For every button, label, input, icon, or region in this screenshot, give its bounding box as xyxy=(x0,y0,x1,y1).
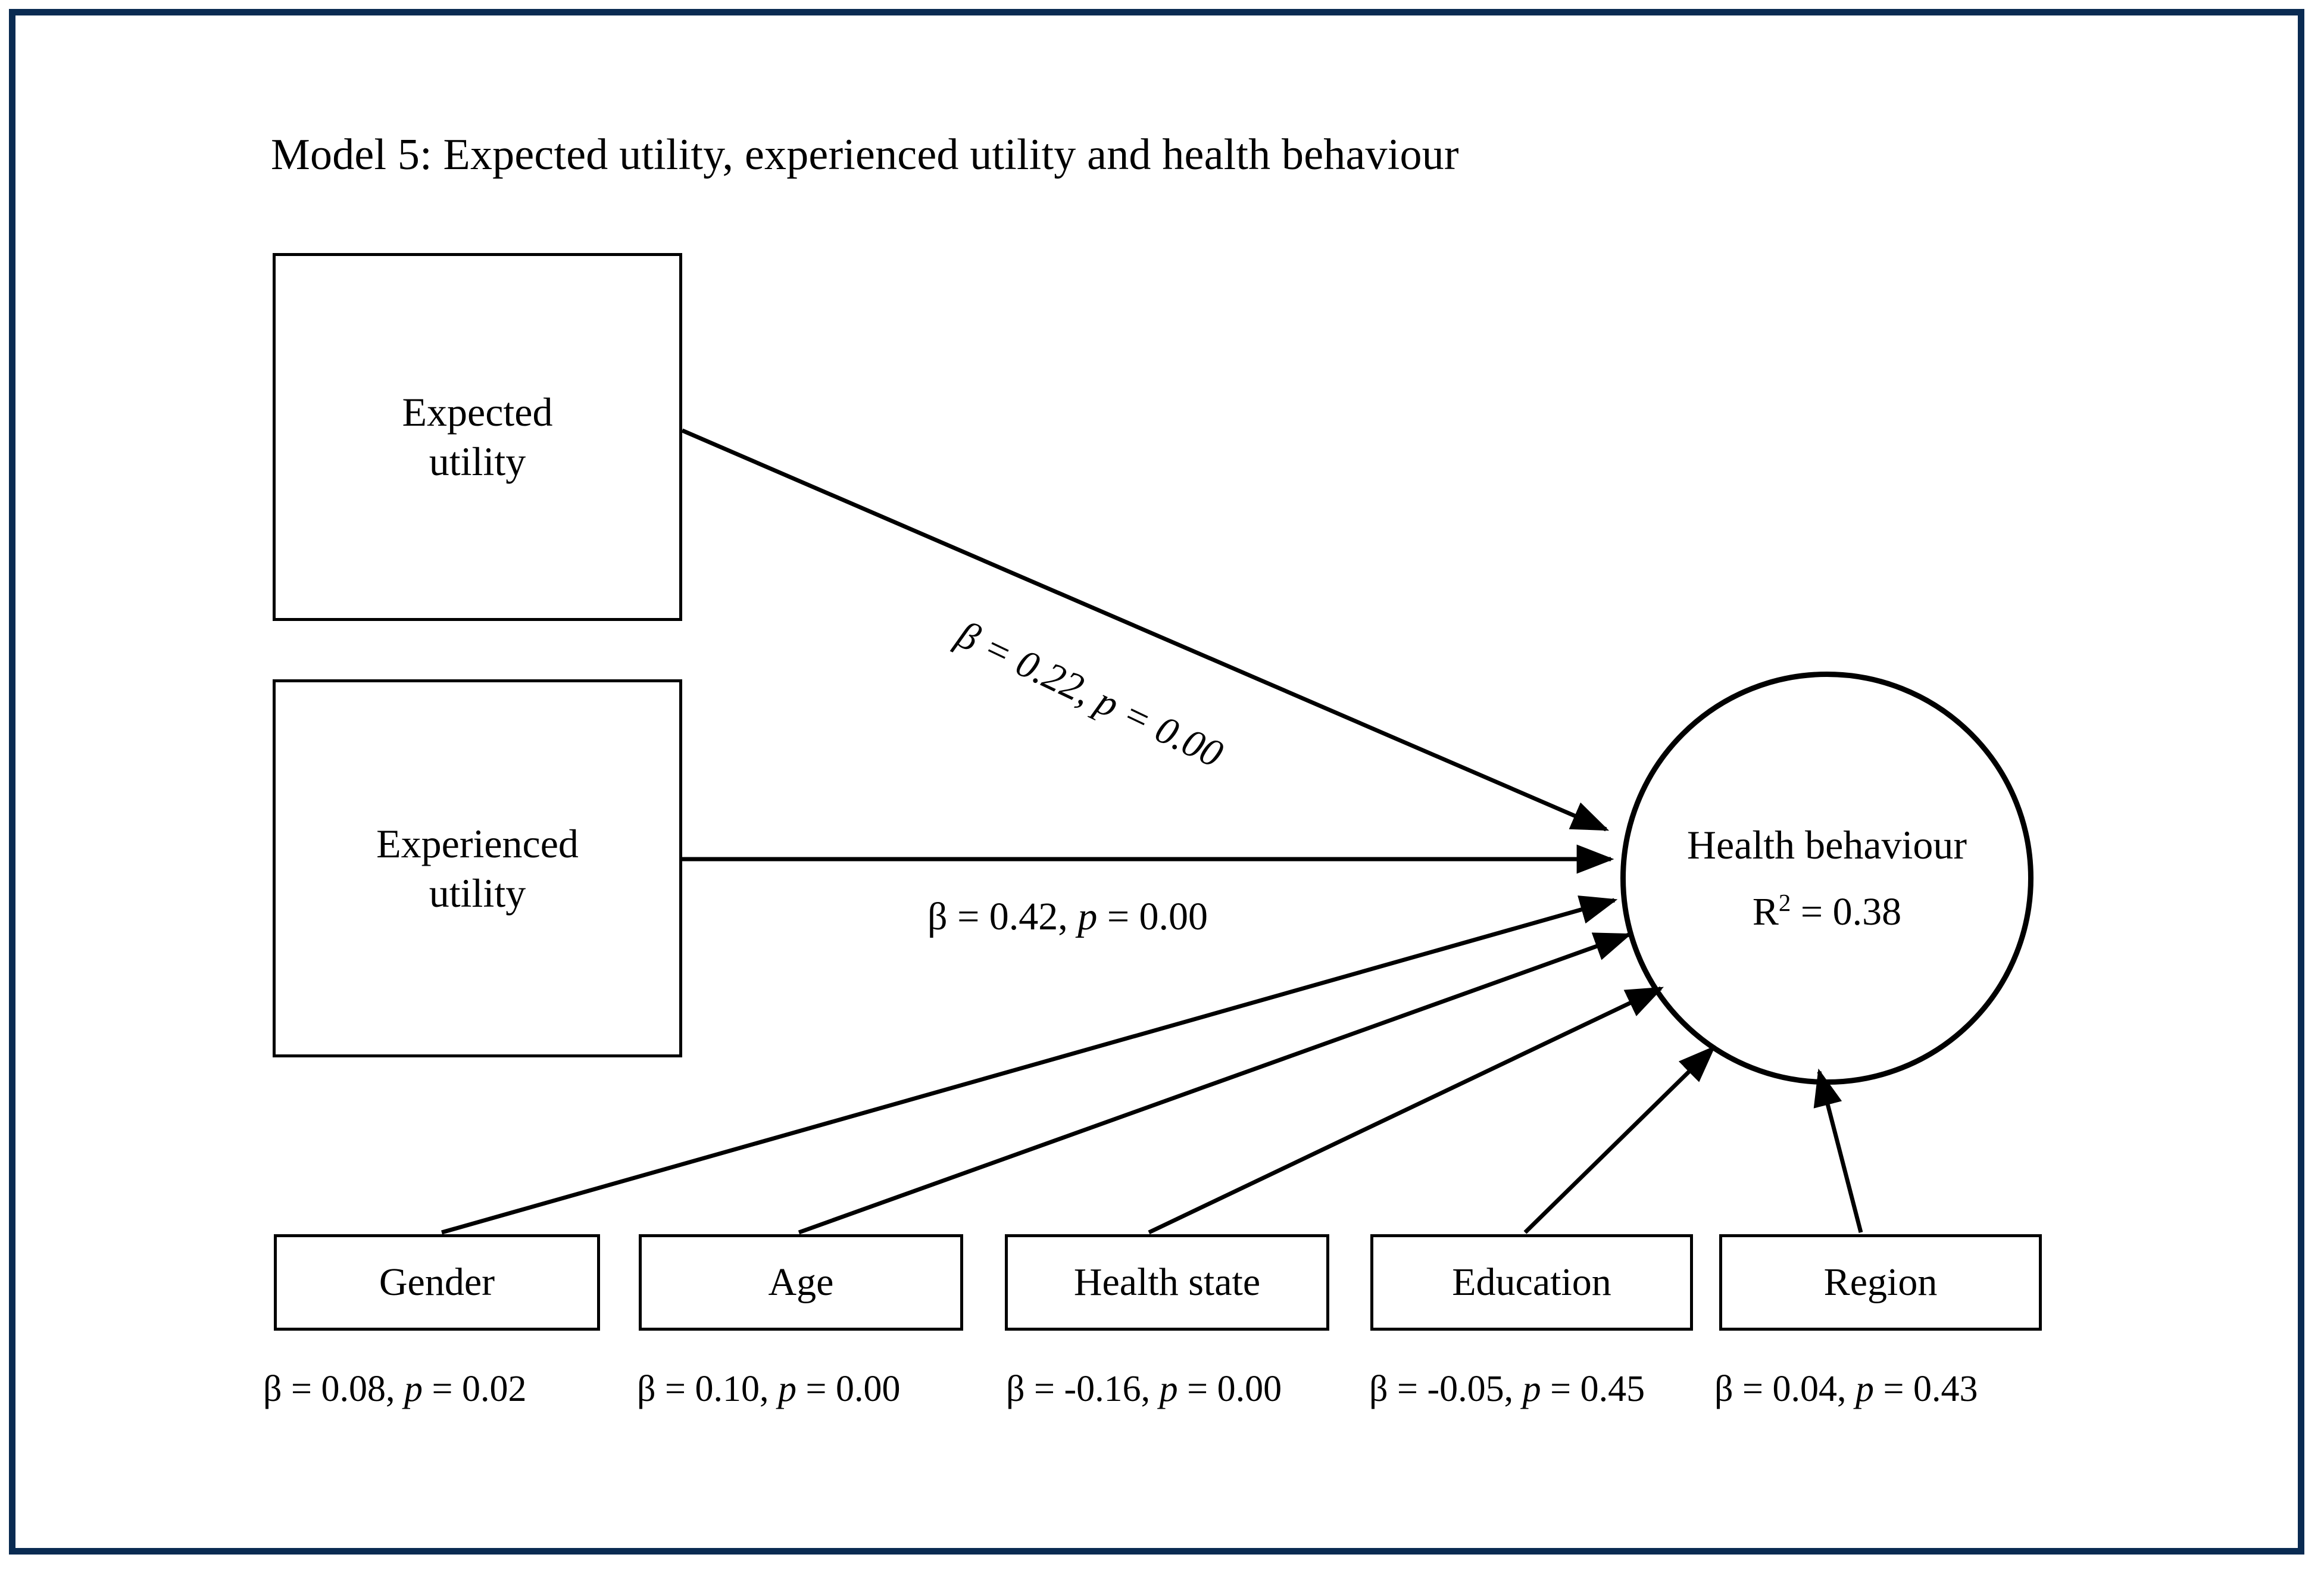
stat-label-age: β = 0.10, p = 0.00 xyxy=(637,1368,900,1410)
node-health-state-label: Health state xyxy=(1073,1260,1261,1304)
node-health-behaviour-outcome[interactable]: Health behaviour R2 = 0.38 xyxy=(1620,672,2034,1085)
edge-label-experienced-utility: β = 0.42, p = 0.00 xyxy=(927,894,1208,939)
node-health-behaviour-r-squared: R2 = 0.38 xyxy=(1752,889,1902,934)
stat-label-gender: β = 0.08, p = 0.02 xyxy=(263,1368,526,1410)
stat-label-education-p-symbol: p xyxy=(1522,1369,1541,1409)
stat-label-health-state-p-symbol: p xyxy=(1159,1369,1178,1409)
r-squared-symbol: R xyxy=(1752,890,1779,934)
node-experienced-utility-label: Experienced utility xyxy=(276,819,679,918)
node-expected-utility[interactable]: Expected utility xyxy=(273,253,682,621)
node-education[interactable]: Education xyxy=(1370,1234,1693,1331)
stat-label-health-state: β = -0.16, p = 0.00 xyxy=(1006,1368,1282,1410)
stat-label-age-p-value: = 0.00 xyxy=(796,1369,901,1409)
node-experienced-utility-line2: utility xyxy=(429,870,526,916)
node-age-label: Age xyxy=(768,1260,834,1304)
stat-label-age-p-symbol: p xyxy=(778,1369,797,1409)
node-age[interactable]: Age xyxy=(639,1234,963,1331)
node-gender-label: Gender xyxy=(379,1260,495,1304)
stat-label-gender-p-symbol: p xyxy=(404,1369,423,1409)
node-expected-utility-line2: utility xyxy=(429,439,526,484)
stat-label-region-beta: β = 0.04, xyxy=(1714,1369,1856,1409)
node-gender[interactable]: Gender xyxy=(274,1234,600,1331)
stat-label-education-beta: β = -0.05, xyxy=(1369,1369,1523,1409)
node-education-label: Education xyxy=(1452,1260,1611,1304)
node-experienced-utility[interactable]: Experienced utility xyxy=(273,679,682,1057)
node-expected-utility-label: Expected utility xyxy=(276,388,679,486)
r-squared-value: = 0.38 xyxy=(1791,890,1902,934)
node-health-behaviour-label: Health behaviour xyxy=(1686,822,1967,867)
stat-label-region: β = 0.04, p = 0.43 xyxy=(1714,1368,1978,1410)
stat-label-age-beta: β = 0.10, xyxy=(637,1369,779,1409)
stat-label-region-p-value: = 0.43 xyxy=(1874,1369,1978,1409)
node-health-state[interactable]: Health state xyxy=(1005,1234,1329,1331)
page-title: Model 5: Expected utility, experienced u… xyxy=(271,130,1459,179)
stat-label-gender-beta: β = 0.08, xyxy=(263,1369,405,1409)
stat-label-region-p-symbol: p xyxy=(1856,1369,1875,1409)
stat-label-gender-p-value: = 0.02 xyxy=(423,1369,527,1409)
r-squared-exponent: 2 xyxy=(1778,889,1791,916)
stat-label-health-state-beta: β = -0.16, xyxy=(1006,1369,1160,1409)
edge-label-experienced-p-value: = 0.00 xyxy=(1097,895,1208,938)
node-region[interactable]: Region xyxy=(1719,1234,2042,1331)
stat-label-education-p-value: = 0.45 xyxy=(1541,1369,1645,1409)
stat-label-health-state-p-value: = 0.00 xyxy=(1177,1369,1282,1409)
edge-label-experienced-p-symbol: p xyxy=(1077,895,1098,938)
edge-label-experienced-beta: β = 0.42, xyxy=(927,895,1078,938)
node-expected-utility-line1: Expected xyxy=(402,389,553,435)
stat-label-education: β = -0.05, p = 0.45 xyxy=(1369,1368,1645,1410)
node-region-label: Region xyxy=(1823,1260,1938,1304)
node-experienced-utility-line1: Experienced xyxy=(376,820,579,866)
